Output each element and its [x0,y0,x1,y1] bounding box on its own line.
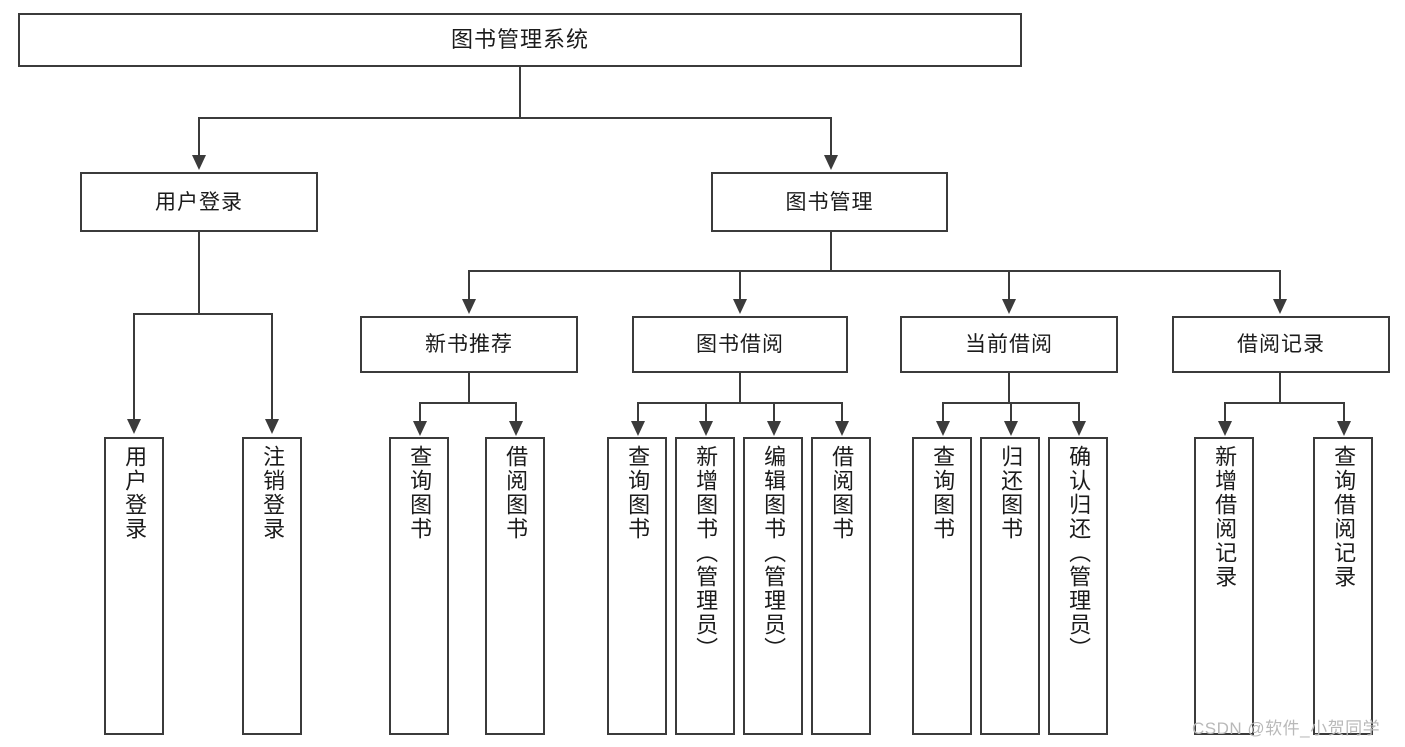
connector-book-borrow-to-leaf-1 [637,402,639,422]
node-label: 图书管理系统 [450,27,589,52]
arrowhead-book-borrow-to-leaf-2 [699,421,713,436]
leaf-new-book-borrow[interactable]: 借阅图书 [485,437,545,735]
connector-new-book-to-leaf-2 [515,402,517,422]
leaf-label: 查询图书 [930,445,956,541]
connector-new-book-bus [419,402,517,404]
connector-borrow-record-to-leaf-2 [1343,402,1345,422]
leaf-label: 用户登录 [122,445,148,541]
connector-book-manage-bus [468,270,1281,272]
leaf-current-borrow-return[interactable]: 归还图书 [980,437,1040,735]
leaf-user-login-login[interactable]: 用户登录 [104,437,164,735]
node-label: 新书推荐 [425,333,513,356]
leaf-borrow-record-add[interactable]: 新增借阅记录 [1194,437,1254,735]
connector-book-manage-to-current [1008,270,1010,300]
node-borrow-record[interactable]: 借阅记录 [1172,316,1390,373]
node-label: 借阅记录 [1237,333,1325,356]
connector-root-bus [198,117,832,119]
leaf-current-borrow-confirm-return[interactable]: 确认归还（管理员） [1048,437,1108,735]
arrowhead-new-book-to-leaf-2 [509,421,523,436]
node-book-borrow[interactable]: 图书借阅 [632,316,848,373]
leaf-label: 编辑图书（管理员） [761,445,787,661]
connector-current-borrow-to-leaf-3 [1078,402,1080,422]
arrowhead-user-login-to-leaf-1 [127,419,141,434]
arrowhead-root-to-book-manage [824,155,838,170]
arrowhead-new-book-to-leaf-1 [413,421,427,436]
connector-current-borrow-stem [1008,373,1010,403]
leaf-label: 新增借阅记录 [1212,445,1238,589]
connector-current-borrow-to-leaf-2 [1010,402,1012,422]
connector-borrow-record-to-leaf-1 [1224,402,1226,422]
arrowhead-borrow-record-to-leaf-1 [1218,421,1232,436]
leaf-book-borrow-borrow[interactable]: 借阅图书 [811,437,871,735]
arrowhead-book-borrow-to-leaf-1 [631,421,645,436]
node-current-borrow[interactable]: 当前借阅 [900,316,1118,373]
leaf-label: 注销登录 [260,445,286,541]
connector-book-borrow-to-leaf-2 [705,402,707,422]
leaf-book-borrow-add[interactable]: 新增图书（管理员） [675,437,735,735]
leaf-label: 借阅图书 [503,445,529,541]
node-user-login[interactable]: 用户登录 [80,172,318,232]
leaf-label: 新增图书（管理员） [693,445,719,661]
connector-user-login-to-leaf-2 [271,313,273,420]
node-book-manage[interactable]: 图书管理 [711,172,948,232]
connector-book-borrow-stem [739,373,741,403]
arrowhead-root-to-user-login [192,155,206,170]
connector-book-manage-to-new-book [468,270,470,300]
connector-root-to-user-login [198,117,200,157]
node-label: 当前借阅 [965,333,1053,356]
node-new-book-recommend[interactable]: 新书推荐 [360,316,578,373]
connector-book-borrow-to-leaf-4 [841,402,843,422]
arrowhead-book-manage-to-current [1002,299,1016,314]
arrowhead-borrow-record-to-leaf-2 [1337,421,1351,436]
connector-new-book-stem [468,373,470,403]
connector-book-manage-stem [830,232,832,271]
leaf-book-borrow-query[interactable]: 查询图书 [607,437,667,735]
arrowhead-current-borrow-to-leaf-2 [1004,421,1018,436]
arrowhead-current-borrow-to-leaf-3 [1072,421,1086,436]
arrowhead-book-manage-to-borrow [733,299,747,314]
leaf-label: 查询借阅记录 [1331,445,1357,589]
connector-book-manage-to-borrow [739,270,741,300]
connector-current-borrow-to-leaf-1 [942,402,944,422]
connector-root-to-book-manage [830,117,832,157]
leaf-label: 查询图书 [625,445,651,541]
arrowhead-user-login-to-leaf-2 [265,419,279,434]
connector-user-login-stem [198,232,200,314]
node-root-system[interactable]: 图书管理系统 [18,13,1022,67]
leaf-current-borrow-query[interactable]: 查询图书 [912,437,972,735]
connector-book-manage-to-record [1279,270,1281,300]
connector-user-login-to-leaf-1 [133,313,135,420]
arrowhead-book-manage-to-new-book [462,299,476,314]
leaf-new-book-query[interactable]: 查询图书 [389,437,449,735]
node-label: 图书管理 [785,190,874,214]
arrowhead-book-manage-to-record [1273,299,1287,314]
leaf-book-borrow-edit[interactable]: 编辑图书（管理员） [743,437,803,735]
connector-root-stem [519,67,521,118]
leaf-label: 借阅图书 [829,445,855,541]
leaf-user-login-logout[interactable]: 注销登录 [242,437,302,735]
connector-book-borrow-bus [637,402,842,404]
leaf-label: 归还图书 [998,445,1024,541]
connector-book-borrow-to-leaf-3 [773,402,775,422]
watermark-text: CSDN @软件_小贺同学 [1192,719,1381,738]
connector-user-login-bus [133,313,273,315]
leaf-label: 确认归还（管理员） [1066,445,1092,661]
connector-borrow-record-bus [1224,402,1345,404]
leaf-label: 查询图书 [407,445,433,541]
arrowhead-book-borrow-to-leaf-3 [767,421,781,436]
connector-borrow-record-stem [1279,373,1281,403]
arrowhead-book-borrow-to-leaf-4 [835,421,849,436]
arrowhead-current-borrow-to-leaf-1 [936,421,950,436]
leaf-borrow-record-query[interactable]: 查询借阅记录 [1313,437,1373,735]
node-label: 图书借阅 [696,333,784,356]
connector-new-book-to-leaf-1 [419,402,421,422]
node-label: 用户登录 [155,190,243,214]
